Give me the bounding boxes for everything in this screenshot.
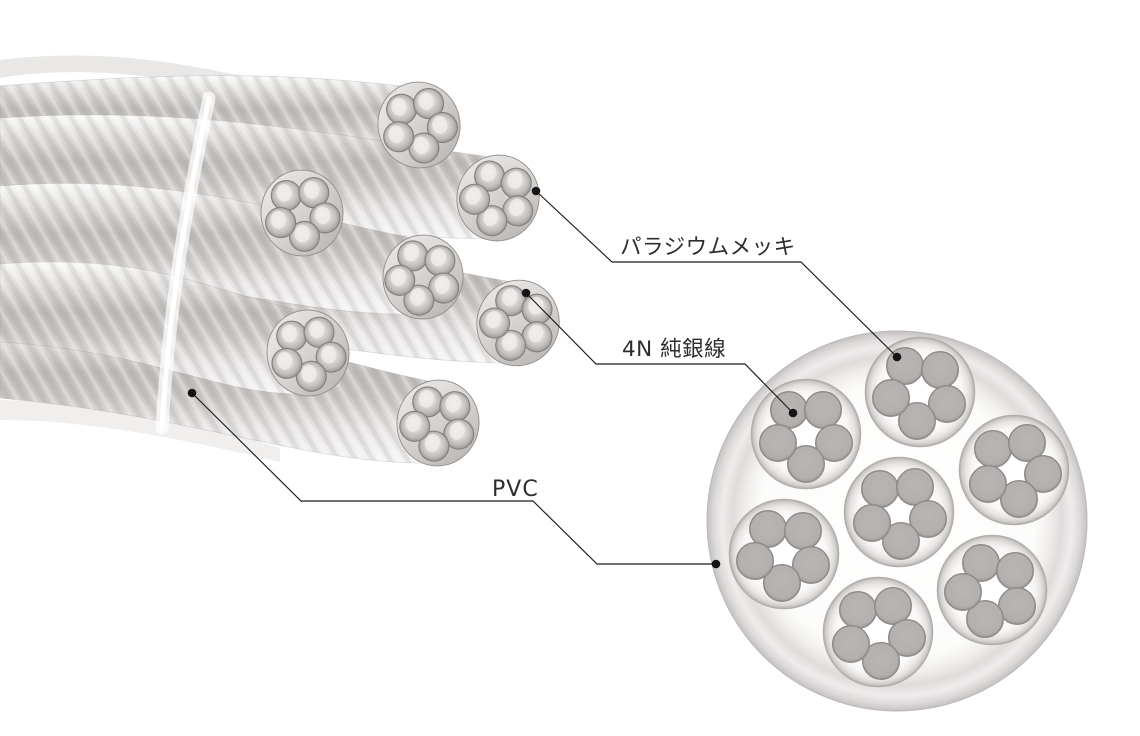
leader-lines [187,186,902,569]
label-plating: パラジウムメッキ [620,235,796,260]
strand-face [266,309,350,397]
leader-dot-pvc-photo [187,388,197,398]
cable-wisp-top [0,55,280,100]
leader-dot-plating-photo [531,186,541,196]
leader-dot-silver-wire-section [788,408,798,418]
strand-face [377,81,461,169]
label-silver-wire: 4N 純銀線 [622,337,726,362]
bundle [843,456,955,568]
leader-dot-pvc-section [711,559,721,569]
bundle [750,378,862,490]
strand-face [456,154,540,242]
cable-wisp-bottom [0,400,280,462]
cable-binding-band [155,91,216,435]
cross-section-diagram [706,330,1088,712]
strand-face [396,379,480,467]
labels: パラジウムメッキ 4N 純銀線 PVC [492,235,796,502]
cable-photo [0,55,560,467]
bundle [864,336,976,448]
bundle [958,414,1070,526]
leader-line-pvc [191,392,716,565]
leader-dot-plating-section [892,352,902,362]
strand-face [260,169,344,257]
bundle [936,534,1048,646]
strand-face [476,279,560,367]
leader-line-plating [535,190,898,358]
bundle [728,498,840,610]
label-pvc: PVC [492,477,539,502]
leader-line-silver-wire [525,292,794,414]
bundle [822,576,934,688]
strand-face [382,234,464,320]
leader-dot-silver-wire-photo [521,288,531,298]
